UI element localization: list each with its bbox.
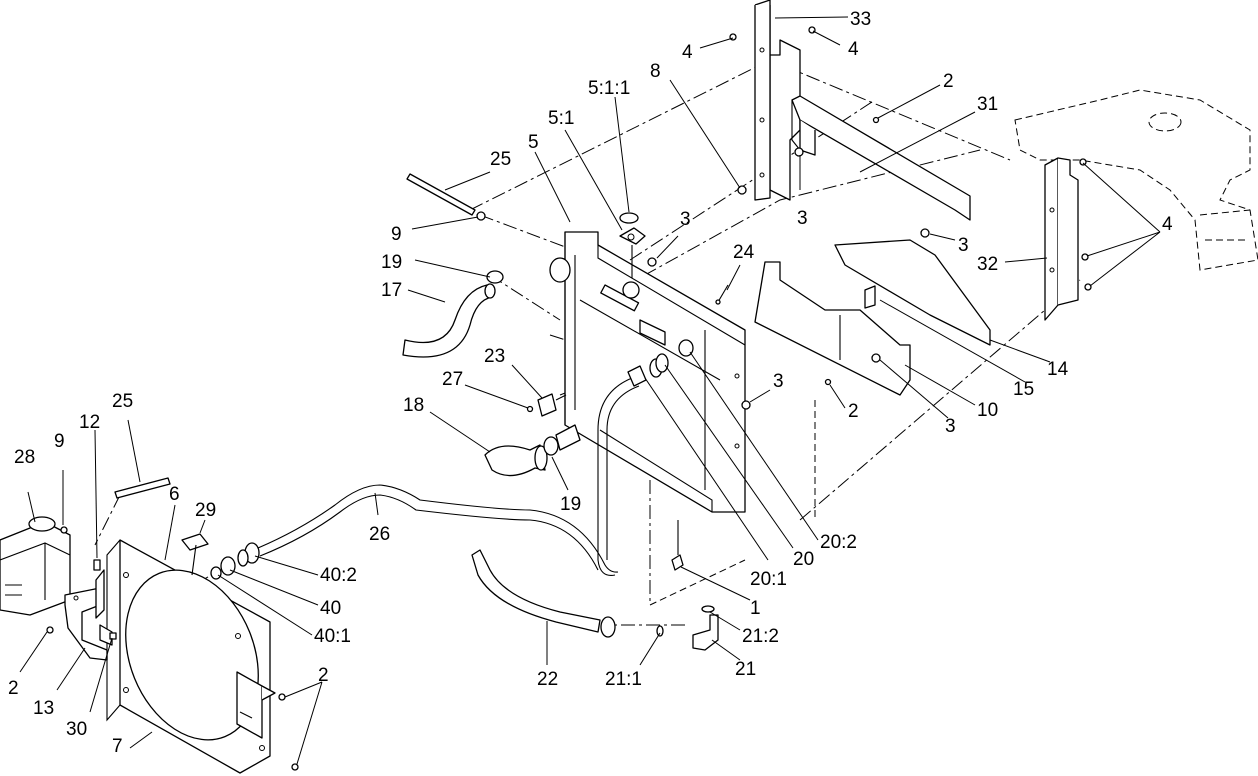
callout-40: 40	[320, 598, 341, 619]
fan-shroud	[106, 539, 276, 774]
callout-4-frame: 4	[1162, 214, 1173, 235]
callout-14: 14	[1047, 359, 1069, 380]
callout-1: 1	[750, 598, 761, 619]
radiator-cap	[619, 212, 646, 278]
callout-3-lower: 3	[945, 416, 956, 437]
callout-23: 23	[484, 346, 505, 367]
callout-9-top: 9	[391, 224, 402, 245]
callout-2-baffle: 2	[848, 401, 859, 422]
callout-17: 17	[381, 280, 402, 301]
bracket-1	[671, 520, 684, 571]
callout-2-bottle: 2	[8, 678, 19, 699]
elbow-fitting	[656, 605, 719, 651]
fittings-40	[210, 542, 260, 580]
callout-27: 27	[442, 369, 463, 390]
callout-31: 31	[977, 94, 998, 115]
callout-29: 29	[195, 500, 216, 521]
overflow-bottle	[0, 516, 71, 616]
bottle-bracket	[64, 569, 113, 661]
callout-10: 10	[977, 400, 998, 421]
radiator	[549, 231, 746, 513]
callout-3-cap: 3	[680, 209, 691, 230]
fastener-24	[715, 284, 729, 305]
callout-7: 7	[112, 736, 123, 757]
baffle-10	[754, 261, 911, 396]
callout-19-top: 19	[381, 252, 402, 273]
callout-21: 21	[735, 659, 756, 680]
upper-hose	[402, 283, 496, 358]
callout-5-1-1: 5:1:1	[588, 78, 630, 99]
callout-28: 28	[14, 447, 35, 468]
callout-19-bottom: 19	[560, 494, 581, 515]
callout-3-channel: 3	[797, 208, 808, 229]
callout-6: 6	[169, 484, 180, 505]
callout-9-bottle: 9	[54, 431, 65, 452]
temp-switch	[526, 393, 567, 417]
callout-20-1: 20:1	[750, 569, 787, 590]
callout-2-shroud: 2	[318, 665, 329, 686]
callout-33: 33	[850, 9, 871, 30]
callout-15: 15	[1013, 379, 1034, 400]
support-bracket-32	[1044, 157, 1079, 321]
callout-12: 12	[79, 412, 100, 433]
callout-25-bottle: 25	[112, 391, 133, 412]
callout-18: 18	[403, 395, 424, 416]
frame-casting	[1014, 89, 1258, 271]
callout-30: 30	[66, 719, 87, 740]
callout-20: 20	[793, 549, 814, 570]
hydraulic-hose	[471, 549, 616, 638]
upper-clamp	[486, 270, 504, 284]
callout-40-2: 40:2	[320, 565, 357, 586]
callout-13: 13	[33, 698, 54, 719]
callout-32: 32	[977, 254, 998, 275]
hydraulic-tube	[257, 484, 619, 573]
bottle-hardware	[46, 526, 117, 640]
callout-3-baffle: 3	[958, 235, 969, 256]
callout-2-top: 2	[943, 71, 954, 92]
callout-20-2: 20:2	[820, 532, 857, 553]
decal-29	[181, 533, 209, 576]
oil-cooler-tube	[597, 353, 669, 576]
lower-hose	[484, 444, 548, 477]
callout-24: 24	[733, 242, 755, 263]
seal-15	[864, 285, 876, 309]
callout-3-radiator: 3	[773, 371, 784, 392]
callout-5-1: 5:1	[548, 108, 574, 129]
lower-clamp	[543, 424, 581, 456]
callout-21-2: 21:2	[742, 626, 779, 647]
callout-22: 22	[537, 669, 558, 690]
vent-hose-upper	[406, 173, 486, 221]
callout-25-top: 25	[490, 149, 511, 170]
callout-26: 26	[369, 524, 390, 545]
callout-4-right: 4	[848, 39, 859, 60]
callout-5: 5	[528, 132, 539, 153]
callouts: 33 4 4 8 5:1:1 2 31 5:1 25 5 9 3 3 3 24 …	[8, 9, 1173, 757]
callout-21-1: 21:1	[605, 669, 642, 690]
hardware	[278, 26, 1092, 771]
callout-4-left: 4	[682, 42, 693, 63]
support-bracket-33	[754, 0, 801, 201]
support-channel-31	[791, 95, 971, 221]
leader-lines	[19, 16, 1161, 765]
callout-8: 8	[650, 61, 661, 82]
callout-40-1: 40:1	[314, 626, 351, 647]
baffle-14	[834, 239, 991, 346]
vent-hose-lower	[114, 477, 171, 499]
